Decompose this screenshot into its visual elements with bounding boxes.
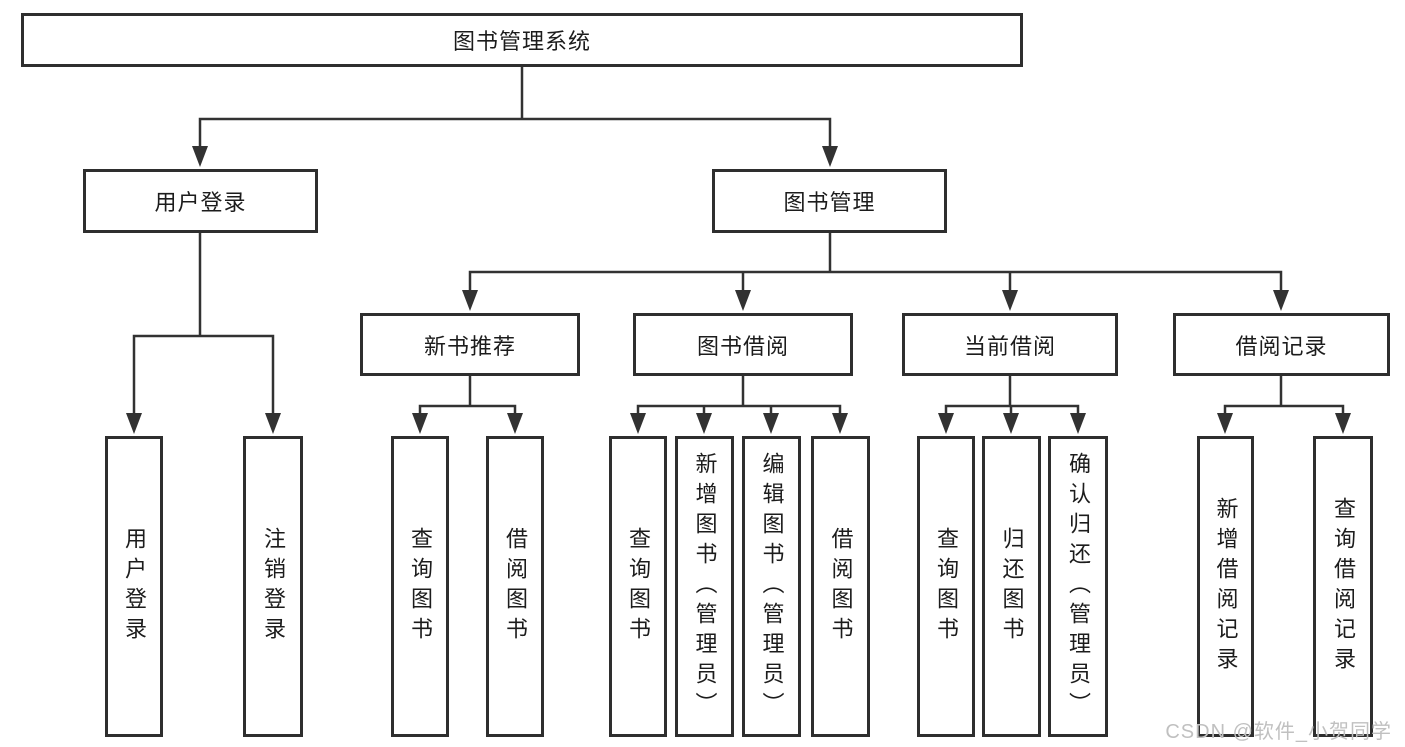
node-new-book-recommend: 新书推荐 [360, 313, 580, 376]
csdn-watermark: CSDN @软件_小贺同学 [1165, 721, 1392, 743]
leaf-query-book-recommend: 查询图书 [391, 436, 449, 737]
leaf-label: 查询借阅记录 [1331, 496, 1356, 677]
leaf-label: 编辑图书（管理员） [759, 451, 785, 722]
node-book-management: 图书管理 [712, 169, 947, 233]
leaf-logout: 注销登录 [243, 436, 303, 737]
leaf-label: 归还图书 [999, 526, 1025, 647]
leaf-return-book: 归还图书 [982, 436, 1041, 737]
leaf-user-login: 用户登录 [105, 436, 163, 737]
leaf-label: 查询图书 [626, 526, 651, 647]
leaf-add-borrow-record: 新增借阅记录 [1197, 436, 1254, 737]
leaf-query-borrow-record: 查询借阅记录 [1313, 436, 1373, 737]
node-library-management-system: 图书管理系统 [21, 13, 1023, 67]
leaf-label: 新增图书（管理员） [692, 451, 718, 722]
leaf-label: 用户登录 [122, 526, 147, 647]
leaf-label: 查询图书 [934, 526, 959, 647]
leaf-query-book-current: 查询图书 [917, 436, 975, 737]
node-book-borrowing: 图书借阅 [633, 313, 853, 376]
leaf-add-book-admin: 新增图书（管理员） [675, 436, 734, 737]
leaf-label: 注销登录 [261, 526, 286, 647]
leaf-label: 确认归还（管理员） [1066, 451, 1091, 722]
leaf-label: 借阅图书 [503, 526, 528, 647]
leaf-label: 查询图书 [408, 526, 433, 647]
arrowheads [126, 146, 1351, 434]
node-label: 当前借阅 [963, 333, 1056, 359]
node-label: 图书管理 [783, 190, 876, 215]
node-label: 新书推荐 [423, 333, 516, 359]
leaf-label: 借阅图书 [828, 526, 854, 647]
leaf-label: 新增借阅记录 [1213, 496, 1239, 677]
node-label: 用户登录 [154, 190, 247, 215]
node-label: 借阅记录 [1235, 333, 1328, 359]
node-current-borrowing: 当前借阅 [902, 313, 1118, 376]
node-label: 图书管理系统 [452, 29, 591, 54]
leaf-borrow-book: 借阅图书 [811, 436, 870, 737]
leaf-edit-book-admin: 编辑图书（管理员） [742, 436, 801, 737]
leaf-confirm-return-admin: 确认归还（管理员） [1048, 436, 1108, 737]
leaf-query-book-borrowing: 查询图书 [609, 436, 667, 737]
node-borrowing-records: 借阅记录 [1173, 313, 1390, 376]
leaf-borrow-book-recommend: 借阅图书 [486, 436, 544, 737]
node-label: 图书借阅 [696, 333, 789, 359]
node-user-login: 用户登录 [83, 169, 318, 233]
